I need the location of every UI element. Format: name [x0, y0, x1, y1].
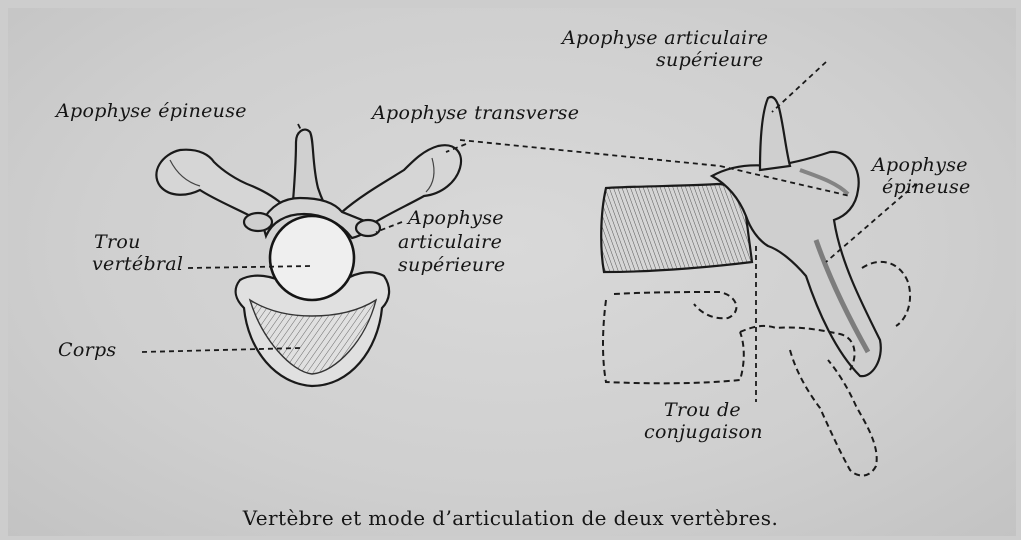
- label-trou-vertebral-line2: vertébral: [92, 254, 183, 274]
- label-apophyse-epineuse-right-line2: épineuse: [882, 177, 971, 197]
- label-apophyse-epineuse-right-line1: Apophyse: [872, 155, 968, 175]
- figure-caption: Vertèbre et mode d’articulation de deux …: [0, 506, 1021, 530]
- lateral-body: [601, 184, 752, 272]
- label-apophyse-articulaire-right-line1: Apophyse articulaire: [562, 28, 768, 48]
- label-trou-vertebral-line1: Trou: [94, 232, 141, 252]
- label-trou-de-conjugaison-line2: conjugaison: [644, 422, 763, 442]
- label-apophyse-articulaire-left-line1: Apophyse: [408, 208, 504, 228]
- label-corps: Corps: [58, 340, 116, 360]
- left-transverse-process: [156, 150, 284, 222]
- superior-articular-process: [760, 97, 790, 170]
- vertebral-foramen: [270, 216, 354, 300]
- label-apophyse-articulaire-left-line2: articulaire: [398, 232, 502, 252]
- label-apophyse-articulaire-left-line3: supérieure: [398, 255, 505, 275]
- label-trou-de-conjugaison-line1: Trou de: [664, 400, 741, 420]
- label-apophyse-transverse: Apophyse transverse: [372, 103, 579, 123]
- label-apophyse-articulaire-right-line2: supérieure: [656, 50, 763, 70]
- label-apophyse-epineuse-left: Apophyse épineuse: [56, 101, 247, 121]
